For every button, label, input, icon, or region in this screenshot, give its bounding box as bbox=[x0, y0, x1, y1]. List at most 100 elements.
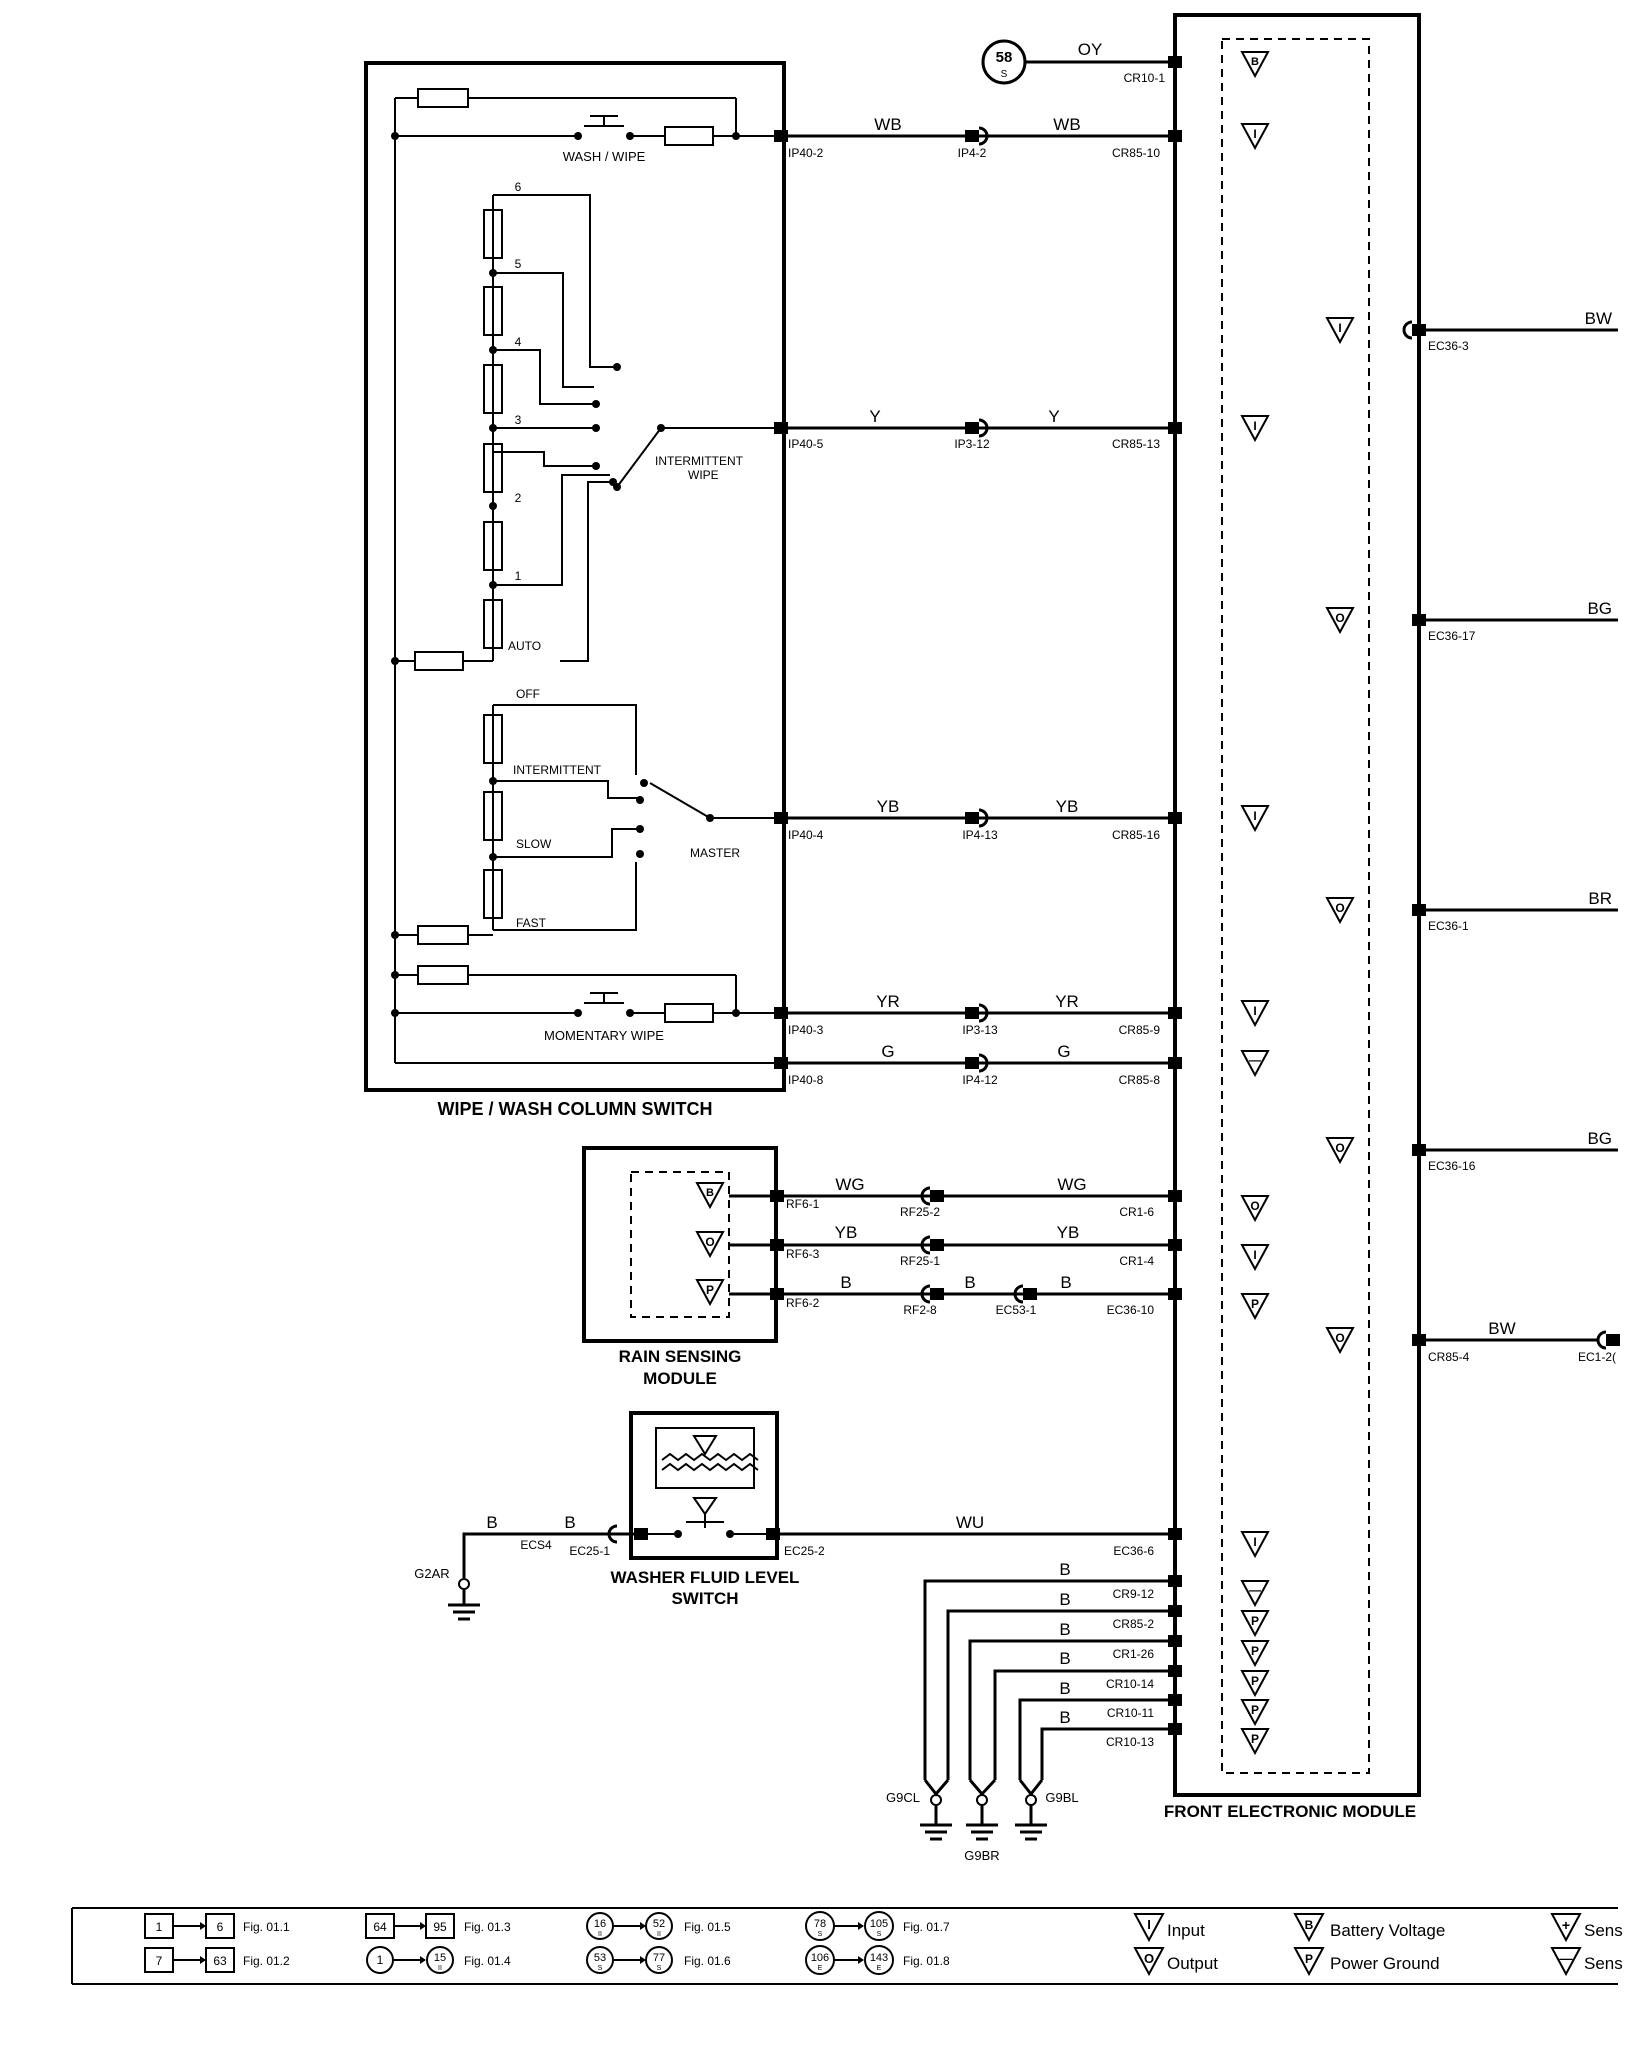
legend-ref-6: 53 S 77 S Fig. 01.6 bbox=[586, 1946, 731, 1974]
wire-y-1: Y bbox=[869, 407, 880, 426]
pin-input: I bbox=[1253, 1004, 1256, 1018]
pos2-label: 2 bbox=[515, 491, 522, 505]
conn-cr10-1: CR10-1 bbox=[1124, 71, 1166, 85]
conn-ec36-1: EC36-1 bbox=[1428, 919, 1469, 933]
pin-output: O bbox=[1250, 1199, 1259, 1213]
svg-text:53: 53 bbox=[594, 1952, 606, 1964]
conn-rf25-1: RF25-1 bbox=[900, 1254, 940, 1268]
legend-ref-7: 78 S 105 S Fig. 01.7 bbox=[805, 1911, 950, 1941]
legend-ref-8: 106 E 143 E Fig. 01.8 bbox=[805, 1945, 950, 1975]
pin-power-ground: P bbox=[1251, 1644, 1259, 1658]
conn-cr1-4: CR1-4 bbox=[1119, 1254, 1154, 1268]
svg-text:7: 7 bbox=[156, 1954, 163, 1968]
conn-rf6-1: RF6-1 bbox=[786, 1197, 820, 1211]
pos5-label: 5 bbox=[515, 257, 522, 271]
conn-ec36-17: EC36-17 bbox=[1428, 629, 1476, 643]
svg-text:Output: Output bbox=[1167, 1954, 1218, 1973]
conn-rf2-8: RF2-8 bbox=[903, 1303, 937, 1317]
intermittent-wipe-label-1: INTERMITTENT bbox=[655, 454, 744, 468]
svg-text:Fig. 01.2: Fig. 01.2 bbox=[243, 1954, 290, 1968]
svg-text:Fig. 01.6: Fig. 01.6 bbox=[684, 1954, 731, 1968]
ground-g9br: G9BR bbox=[964, 1794, 1000, 1863]
rain-module-title-1: RAIN SENSING bbox=[619, 1347, 742, 1366]
legend-sensor-plus: + Sens bbox=[1550, 1913, 1623, 1943]
legend-power-ground: P Power Ground bbox=[1293, 1947, 1440, 1977]
svg-text:Sens: Sens bbox=[1584, 1921, 1623, 1940]
wire-yb-3: YB bbox=[835, 1223, 858, 1242]
legend: 1 6 Fig. 01.1 7 63 Fig. 01.2 64 95 Fig. … bbox=[71, 1907, 1623, 1985]
column-switch-title: WIPE / WASH COLUMN SWITCH bbox=[438, 1099, 713, 1119]
svg-text:1: 1 bbox=[377, 1953, 384, 1967]
svg-text:143: 143 bbox=[870, 1952, 888, 1964]
wire-bg-1: BG bbox=[1587, 599, 1612, 618]
washer-title-1: WASHER FLUID LEVEL bbox=[611, 1568, 800, 1587]
conn-cr1-26: CR1-26 bbox=[1113, 1647, 1155, 1661]
column-switch-wires: WB WB IP40-2 IP4-2 CR85-10 Y Y IP40-5 IP… bbox=[774, 115, 1182, 1087]
conn-cr85-10: CR85-10 bbox=[1112, 146, 1160, 160]
pin-battery: B bbox=[706, 1187, 714, 1199]
wire-oy: OY bbox=[1078, 40, 1103, 59]
conn-ip40-4: IP40-4 bbox=[788, 828, 824, 842]
svg-text:II: II bbox=[598, 1931, 602, 1938]
ground-g9br-label: G9BR bbox=[964, 1848, 999, 1863]
svg-text:II: II bbox=[438, 1965, 442, 1972]
pin-input: I bbox=[1253, 127, 1256, 141]
wash-wipe-label: WASH / WIPE bbox=[563, 149, 646, 164]
ground-wires: B B B B B B CR9-12 CR85-2 CR1-26 CR10-14… bbox=[886, 1560, 1182, 1863]
conn-rf6-2: RF6-2 bbox=[786, 1296, 820, 1310]
pin-power-ground: P bbox=[1251, 1614, 1259, 1628]
svg-text:16: 16 bbox=[594, 1918, 606, 1930]
fem-title: FRONT ELECTRONIC MODULE bbox=[1164, 1802, 1416, 1821]
supply-58: 58 S OY CR10-1 bbox=[981, 39, 1182, 85]
svg-text:O: O bbox=[1144, 1951, 1154, 1966]
legend-ref-5: 16 II 52 II Fig. 01.5 bbox=[586, 1912, 731, 1940]
wire-wu: WU bbox=[956, 1513, 984, 1532]
pin-output: O bbox=[1335, 611, 1344, 625]
conn-cr85-8: CR85-8 bbox=[1119, 1073, 1161, 1087]
wire-b-g2: B bbox=[1059, 1590, 1070, 1609]
conn-cr85-13: CR85-13 bbox=[1112, 437, 1160, 451]
svg-text:95: 95 bbox=[433, 1920, 447, 1934]
svg-text:106: 106 bbox=[811, 1952, 829, 1964]
wire-y-2: Y bbox=[1048, 407, 1059, 426]
pin-minus: — bbox=[1249, 1583, 1261, 1597]
rain-sensing-module: B O P RAIN SENSING MODULE WG WG RF6-1 RF… bbox=[582, 1146, 1182, 1388]
svg-text:Fig. 01.5: Fig. 01.5 bbox=[684, 1920, 731, 1934]
wire-b-rf2: B bbox=[964, 1273, 975, 1292]
conn-ec25-2: EC25-2 bbox=[784, 1544, 825, 1558]
svg-text:Fig. 01.1: Fig. 01.1 bbox=[243, 1920, 290, 1934]
svg-text:Battery Voltage: Battery Voltage bbox=[1330, 1921, 1445, 1940]
svg-text:52: 52 bbox=[653, 1918, 665, 1930]
conn-rf25-2: RF25-2 bbox=[900, 1205, 940, 1219]
wire-g-2: G bbox=[1057, 1042, 1070, 1061]
conn-ip3-13: IP3-13 bbox=[962, 1023, 998, 1037]
fem-right-outputs: I BW EC36-3 O BG EC36-17 O BR EC36-1 O B… bbox=[1325, 309, 1620, 1364]
wire-bw-1: BW bbox=[1585, 309, 1612, 328]
pin-minus: — bbox=[1249, 1053, 1261, 1067]
pin-output: O bbox=[1335, 901, 1344, 915]
conn-cr10-13: CR10-13 bbox=[1106, 1735, 1154, 1749]
conn-cr85-16: CR85-16 bbox=[1112, 828, 1160, 842]
pin-output: O bbox=[705, 1235, 714, 1249]
pin-input: I bbox=[1253, 809, 1256, 823]
svg-text:Input: Input bbox=[1167, 1921, 1205, 1940]
svg-text:S: S bbox=[877, 1931, 882, 1938]
wire-wb-1: WB bbox=[874, 115, 901, 134]
fem-pin-symbols: B I I I I — O I P I — P P P P P bbox=[1240, 51, 1270, 1756]
conn-ec25-1: EC25-1 bbox=[569, 1544, 610, 1558]
svg-text:S: S bbox=[598, 1965, 603, 1972]
auto-label: AUTO bbox=[508, 639, 541, 653]
legend-sensor-minus: — Sens bbox=[1550, 1947, 1623, 1977]
wire-b-g1: B bbox=[1059, 1560, 1070, 1579]
master-label: MASTER bbox=[690, 846, 740, 860]
front-electronic-module: FRONT ELECTRONIC MODULE bbox=[1164, 13, 1421, 1821]
pin-power-ground: P bbox=[1251, 1297, 1259, 1311]
svg-text:Fig. 01.8: Fig. 01.8 bbox=[903, 1954, 950, 1968]
pin-power-ground: P bbox=[1251, 1732, 1259, 1746]
svg-text:B: B bbox=[1305, 1918, 1314, 1932]
conn-cr85-2: CR85-2 bbox=[1113, 1617, 1155, 1631]
pin-output: O bbox=[1335, 1141, 1344, 1155]
wire-wb-2: WB bbox=[1053, 115, 1080, 134]
conn-cr85-4: CR85-4 bbox=[1428, 1350, 1470, 1364]
